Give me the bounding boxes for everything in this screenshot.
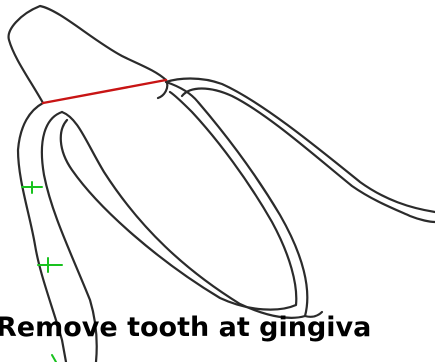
measure-mark-upper	[22, 182, 42, 193]
long-root-outer	[166, 79, 435, 213]
gingiva-cut-line	[43, 80, 166, 103]
root-inner-outline	[61, 92, 297, 310]
root-outer-outline	[62, 82, 307, 318]
crown-outline	[9, 6, 168, 103]
caption-text: Remove tooth at gingiva	[0, 312, 371, 344]
measure-mark-bottom	[52, 355, 56, 362]
